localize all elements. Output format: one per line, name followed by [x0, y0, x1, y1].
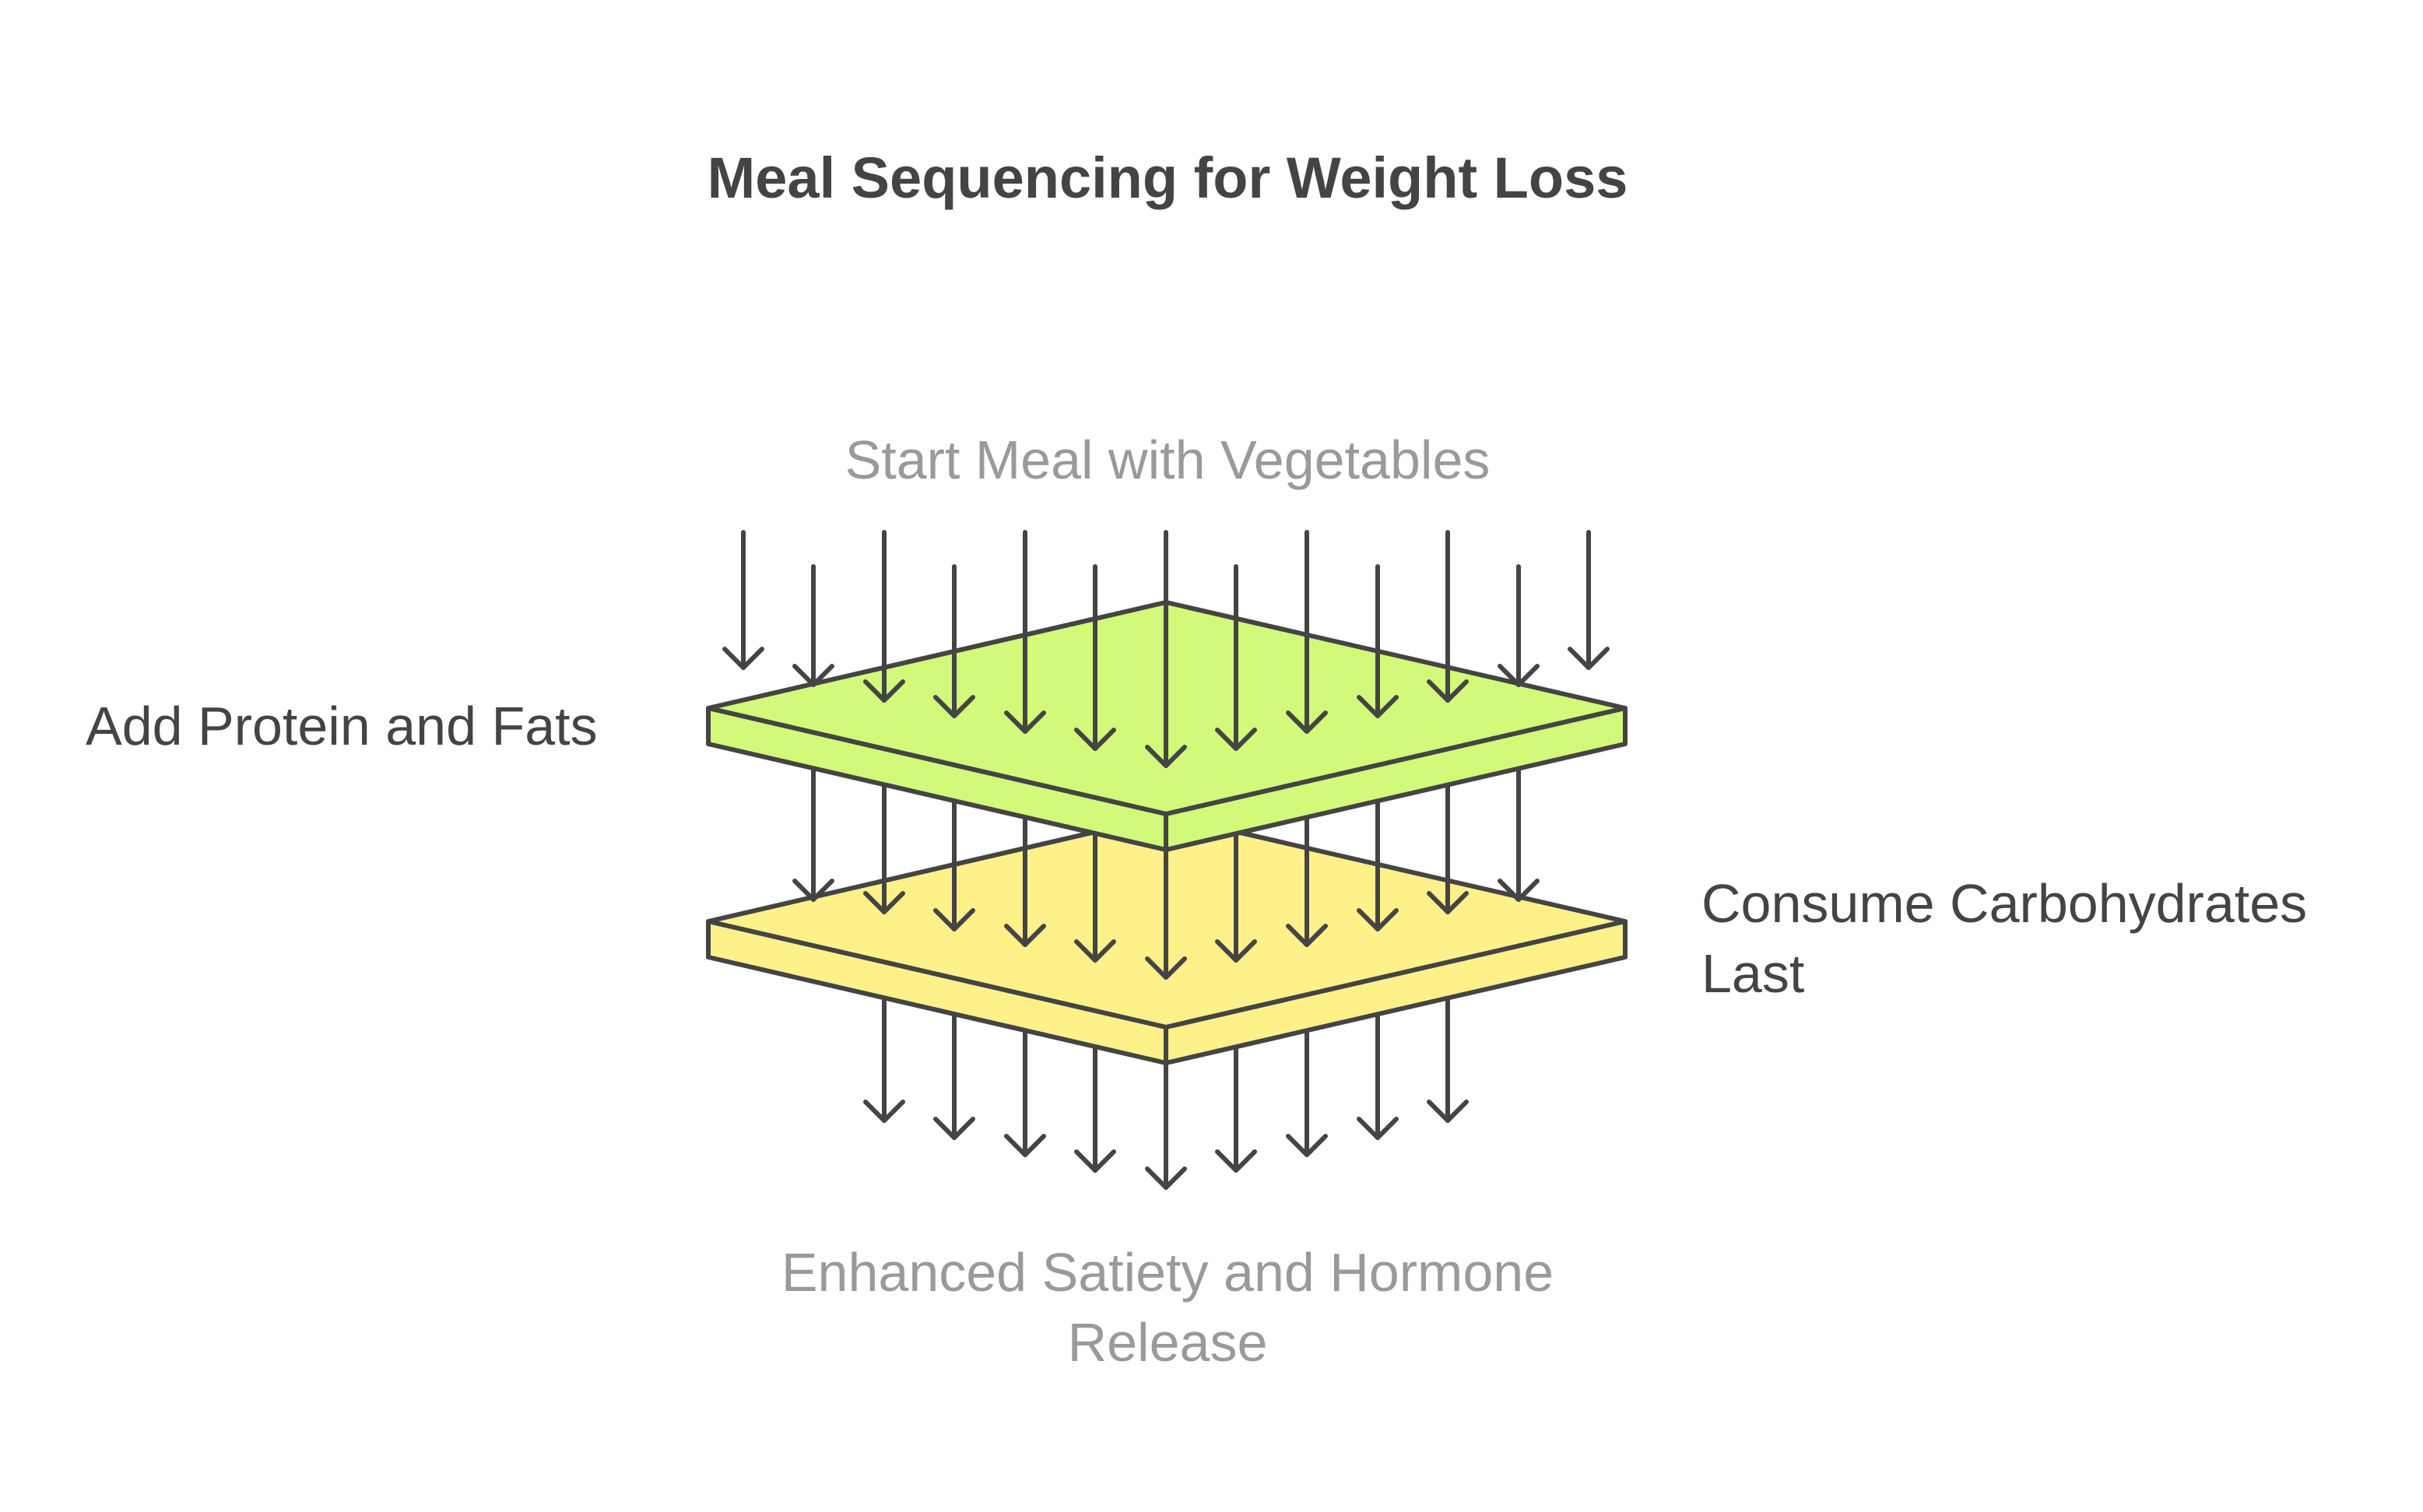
step-protein-fats-label: Add Protein and Fats — [86, 696, 598, 756]
step-carbohydrates-line1: Consume Carbohydrates — [1701, 873, 2308, 934]
inflow-arrow — [1498, 564, 1540, 687]
inflow-arrow — [1074, 564, 1116, 751]
step-vegetables-label: Start Meal with Vegetables — [845, 430, 1491, 490]
upper-layer-right-face — [1164, 706, 1628, 852]
lower-layer-right-face — [1164, 919, 1628, 1065]
outcome-line1: Enhanced Satiety and Hormone — [781, 1242, 1554, 1303]
inflow-arrow — [1004, 530, 1046, 734]
inflow-arrow — [722, 530, 764, 670]
inflow-arrow — [1427, 530, 1469, 703]
step-carbohydrates-line2: Last — [1701, 943, 1805, 1004]
middle-arrow — [1498, 745, 1540, 902]
inflow-arrow — [1568, 530, 1610, 670]
inflow-arrow — [863, 530, 905, 703]
inflow-arrow — [1286, 530, 1328, 734]
inflow-arrow — [933, 564, 975, 718]
outflow-arrows — [863, 963, 1469, 1190]
inflow-arrow — [1357, 564, 1399, 718]
inflow-arrow — [792, 564, 834, 687]
step-carbohydrates-label: Consume Carbohydrates Last — [1701, 868, 2307, 1009]
inflow-arrow — [1145, 530, 1187, 768]
outcome-line2: Release — [1067, 1312, 1268, 1373]
middle-arrow — [792, 745, 834, 902]
outcome-label: Enhanced Satiety and Hormone Release — [623, 1237, 1712, 1377]
inflow-arrows — [722, 530, 1610, 768]
inflow-arrow — [1215, 564, 1257, 751]
diagram-title: Meal Sequencing for Weight Loss — [707, 146, 1628, 210]
